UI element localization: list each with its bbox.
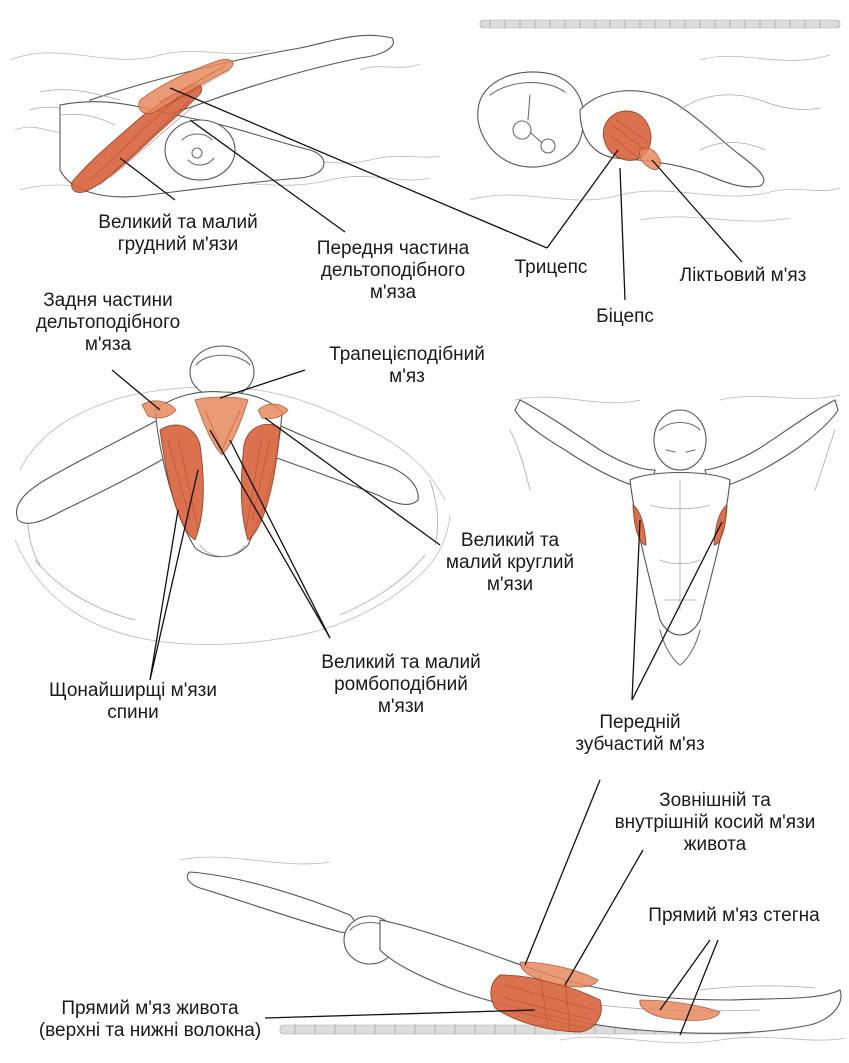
teres-muscle (258, 404, 288, 419)
label-rectus-femoris-line-1: Прямий м'яз стегна (624, 905, 844, 927)
label-biceps-line-1: Біцепс (580, 306, 670, 328)
label-obliques-line-3: живота (590, 834, 840, 856)
label-teres: Великий та малий круглий м'язи (420, 530, 600, 596)
label-anterior-deltoid: Передня частина дельтоподібного м'яза (288, 238, 498, 304)
label-anconeus: Ліктьовий м'яз (648, 265, 838, 287)
label-rhomboid-line-3: м'язи (296, 696, 506, 718)
label-serratus-line-2: зубчастий м'яз (550, 734, 730, 756)
label-rhomboid: Великий та малий ромбоподібний м'язи (296, 652, 506, 718)
label-anterior-deltoid-line-1: Передня частина (288, 238, 498, 260)
label-anterior-deltoid-line-2: дельтоподібного (288, 260, 498, 282)
label-pectoralis-line-1: Великий та малий (68, 212, 288, 234)
label-triceps: Трицепс (496, 257, 606, 279)
label-trapezius: Трапецієподібний м'яз (302, 344, 512, 388)
label-latissimus-line-2: спини (8, 702, 258, 724)
label-rectus-femoris: Прямий м'яз стегна (624, 905, 844, 927)
label-rectus-abdominis-line-1: Прямий м'яз живота (0, 998, 300, 1020)
label-serratus-line-1: Передній (550, 712, 730, 734)
label-rectus-abdominis: Прямий м'яз живота (верхні та нижні воло… (0, 998, 300, 1042)
label-teres-line-1: Великий та (420, 530, 600, 552)
label-rhomboid-line-2: ромбоподібний (296, 674, 506, 696)
label-teres-line-2: малий круглий (420, 552, 600, 574)
freestyle-side-figure (10, 35, 440, 197)
label-pectoralis-line-2: грудний м'язи (68, 234, 288, 256)
label-obliques-line-2: внутрішній косий м'язи (590, 812, 840, 834)
label-posterior-deltoid: Задня частини дельтоподібного м'яза (8, 290, 208, 356)
label-posterior-deltoid-line-1: Задня частини (8, 290, 208, 312)
label-anconeus-line-1: Ліктьовий м'яз (648, 265, 838, 287)
latissimus-left-muscle (160, 425, 203, 540)
label-trapezius-line-1: Трапецієподібний (302, 344, 512, 366)
label-rhomboid-line-1: Великий та малий (296, 652, 506, 674)
label-serratus: Передній зубчастий м'яз (550, 712, 730, 756)
lane-rope-top (480, 20, 840, 28)
label-posterior-deltoid-line-3: м'яза (8, 334, 208, 356)
label-trapezius-line-2: м'яз (302, 366, 512, 388)
butterfly-back-figure (15, 346, 450, 645)
label-triceps-line-1: Трицепс (496, 257, 606, 279)
label-posterior-deltoid-line-2: дельтоподібного (8, 312, 208, 334)
label-latissimus: Щонайширщі м'язи спини (8, 680, 258, 724)
freestyle-front-figure (470, 20, 840, 221)
label-anterior-deltoid-line-3: м'яза (288, 282, 498, 304)
label-rectus-abdominis-line-2: (верхні та нижні волокна) (0, 1020, 300, 1042)
label-latissimus-line-1: Щонайширщі м'язи (8, 680, 258, 702)
label-biceps: Біцепс (580, 306, 670, 328)
label-pectoralis: Великий та малий грудний м'язи (68, 212, 288, 256)
label-teres-line-3: м'язи (420, 574, 600, 596)
label-obliques: Зовнішній та внутрішній косий м'язи живо… (590, 790, 840, 856)
label-obliques-line-1: Зовнішній та (590, 790, 840, 812)
